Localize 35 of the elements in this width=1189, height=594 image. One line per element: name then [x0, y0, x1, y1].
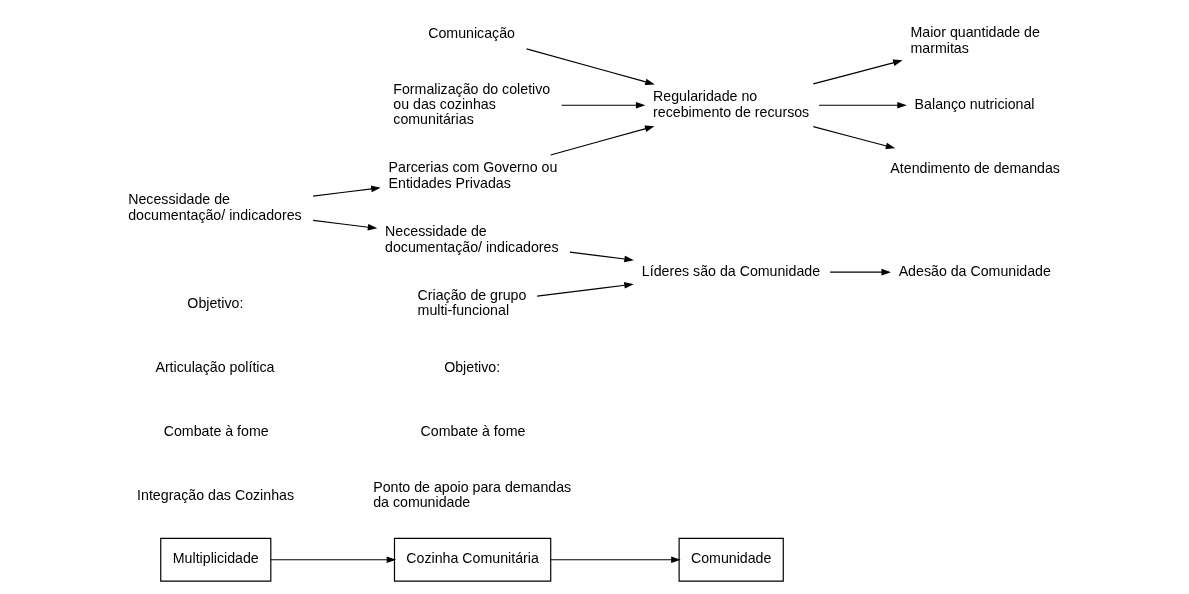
- node-text: Balanço nutricional: [914, 95, 1035, 112]
- arrow: [812, 59, 903, 85]
- label: Combate à fome: [420, 422, 526, 439]
- arrow: [829, 268, 891, 276]
- node-text: Adesão da Comunidade: [898, 262, 1051, 279]
- label: Objetivo:: [187, 294, 244, 311]
- arrow: [312, 185, 381, 197]
- arrow: [550, 556, 681, 564]
- label: Articulação política: [155, 358, 275, 375]
- arrow: [526, 48, 655, 86]
- node-box: Comunidade: [678, 537, 784, 582]
- node-text: Regularidade no recebimento de recursos: [653, 88, 810, 120]
- node-text: Maior quantidade de marmitas: [910, 24, 1040, 56]
- node-text: Formalização do coletivo ou das cozinhas comunitárias: [393, 80, 551, 128]
- node-text: Criação de grupo multi-funcional: [417, 287, 527, 319]
- arrow: [270, 556, 397, 564]
- arrow: [536, 282, 634, 297]
- label: Objetivo:: [444, 358, 501, 375]
- arrow: [550, 125, 655, 156]
- node-text: Líderes são da Comunidade: [641, 262, 821, 279]
- arrow: [812, 126, 896, 150]
- label: Integração das Cozinhas: [137, 486, 295, 503]
- label: Ponto de apoio para demandas da comunidade: [373, 478, 572, 511]
- node-text: Necessidade de documentação/ indicadores: [385, 223, 559, 255]
- node-text: Necessidade de documentação/ indicadores: [128, 191, 302, 223]
- label: Combate à fome: [163, 422, 269, 439]
- node-box: Multiplicidade: [160, 537, 272, 582]
- node-text: Parcerias com Governo ou Entidades Privadas: [388, 159, 558, 191]
- node-box: Cozinha Comunitária: [393, 537, 552, 582]
- arrow: [569, 251, 634, 263]
- arrow: [818, 101, 907, 109]
- node-text: Atendimento de demandas: [890, 159, 1060, 176]
- node-text: Comunicação: [428, 24, 515, 41]
- arrow: [561, 101, 646, 109]
- arrow: [312, 219, 378, 231]
